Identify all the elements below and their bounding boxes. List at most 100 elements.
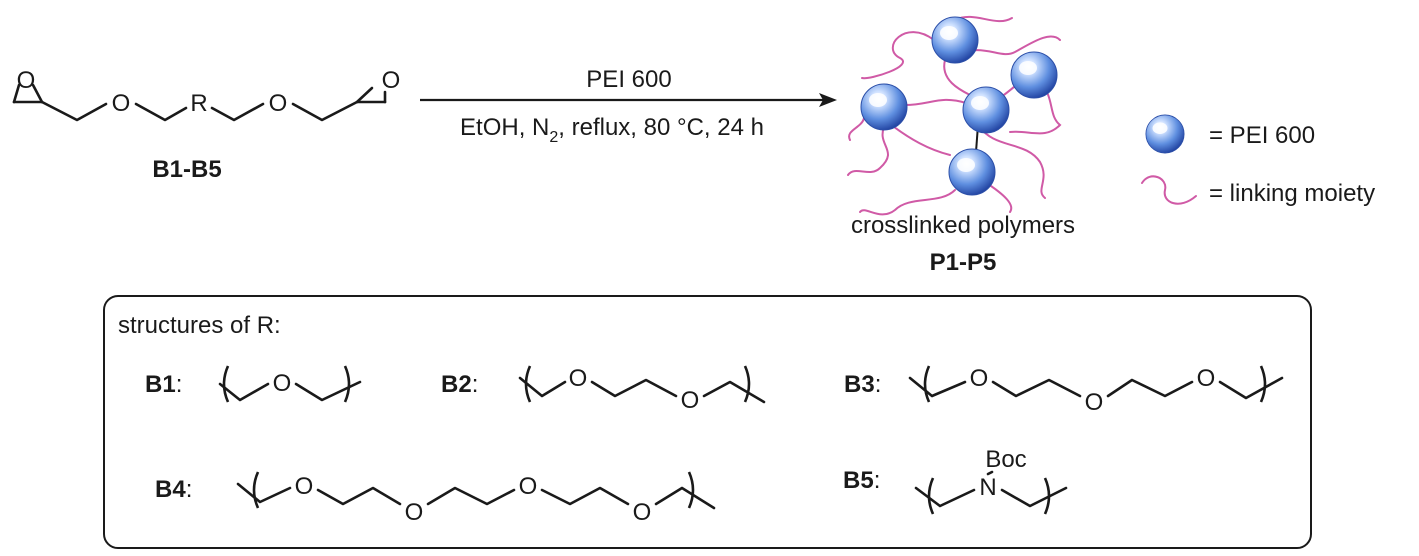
bond bbox=[702, 380, 766, 404]
conditions-part: , reflux, 80 °C, 24 h bbox=[558, 114, 764, 141]
linker-strand bbox=[848, 117, 865, 141]
r-group-label: R bbox=[190, 90, 207, 117]
legend-link-text: = linking moiety bbox=[1209, 180, 1375, 207]
structure-id: B5 bbox=[843, 467, 874, 494]
bond bbox=[294, 380, 362, 402]
bond bbox=[914, 486, 976, 508]
oxygen-atom: O bbox=[1085, 389, 1104, 416]
linker-strand bbox=[954, 35, 1061, 56]
structure-label: B1: bbox=[145, 371, 182, 398]
product-caption: crosslinked polymers bbox=[851, 212, 1075, 239]
oxygen-atom: O bbox=[970, 365, 989, 392]
structure-b1: B1: O bbox=[145, 365, 362, 403]
oxygen-atom: O bbox=[405, 499, 424, 526]
linker-strand bbox=[977, 124, 1046, 199]
structure-b3: B3: O O O bbox=[844, 365, 1284, 416]
bond bbox=[991, 378, 1082, 398]
bond bbox=[590, 378, 678, 398]
ether-oxygen: O bbox=[269, 90, 288, 117]
bond bbox=[540, 486, 630, 506]
bond bbox=[134, 102, 188, 122]
legend-sphere-icon bbox=[1145, 114, 1185, 154]
crosslinked-network bbox=[847, 15, 1062, 216]
bond bbox=[986, 470, 994, 476]
pei-sphere bbox=[1010, 51, 1058, 99]
structure-colon: : bbox=[186, 476, 193, 503]
bond bbox=[908, 376, 967, 398]
reactant-label: B1-B5 bbox=[152, 156, 221, 183]
bond bbox=[210, 102, 265, 122]
oxygen-atom: O bbox=[295, 473, 314, 500]
bond bbox=[218, 382, 270, 402]
arrow-conditions: EtOH, N2, reflux, 80 °C, 24 h bbox=[460, 114, 764, 146]
bracket-close bbox=[743, 365, 751, 403]
structure-id: B4 bbox=[155, 476, 186, 503]
linker-strand bbox=[859, 189, 956, 216]
structure-colon: : bbox=[874, 467, 881, 494]
structure-colon: : bbox=[176, 371, 183, 398]
structure-b4: B4: O O O O bbox=[155, 471, 716, 526]
linker-strand bbox=[943, 59, 971, 96]
structure-id: B1 bbox=[145, 371, 176, 398]
bracket-close bbox=[1259, 365, 1267, 403]
structure-colon: : bbox=[472, 371, 479, 398]
box-frame bbox=[103, 295, 1312, 549]
epoxide-oxygen-right: O bbox=[382, 67, 401, 94]
oxygen-atom: O bbox=[633, 499, 652, 526]
bracket-close bbox=[1043, 477, 1051, 515]
pei-sphere bbox=[962, 86, 1010, 134]
pei-sphere bbox=[860, 83, 908, 131]
boc-group: Boc bbox=[985, 446, 1026, 473]
bond bbox=[31, 83, 44, 104]
oxygen-atom: O bbox=[273, 370, 292, 397]
legend-sphere-text: = PEI 600 bbox=[1209, 122, 1315, 149]
linker-strand bbox=[847, 124, 889, 176]
oxygen-atom: O bbox=[519, 473, 538, 500]
conditions-part: EtOH, N bbox=[460, 114, 549, 141]
bond bbox=[12, 83, 21, 104]
bracket-open bbox=[222, 365, 230, 403]
pei-sphere bbox=[931, 16, 979, 64]
epoxide-oxygen-left: O bbox=[17, 67, 36, 94]
bond bbox=[1000, 486, 1068, 508]
legend: = PEI 600 = linking moiety bbox=[1141, 114, 1375, 207]
arrow-head bbox=[819, 93, 837, 107]
structure-b5: B5: Boc N bbox=[843, 446, 1068, 515]
pei-sphere bbox=[948, 148, 996, 196]
bond bbox=[1218, 376, 1284, 400]
oxygen-atom: O bbox=[681, 387, 700, 414]
linker-strand bbox=[904, 98, 967, 106]
structure-colon: : bbox=[875, 371, 882, 398]
structure-label: B4: bbox=[155, 476, 192, 503]
linker-strand bbox=[1009, 81, 1062, 135]
reactant-bis-epoxide: O O R O O B1-B5 bbox=[12, 67, 401, 183]
bond bbox=[1106, 378, 1194, 398]
product-label: P1-P5 bbox=[930, 249, 997, 276]
bracket-open bbox=[524, 365, 532, 403]
conditions-subscript: 2 bbox=[549, 129, 558, 146]
oxygen-atom: O bbox=[569, 365, 588, 392]
bond bbox=[355, 86, 374, 104]
structure-label: B3: bbox=[844, 371, 881, 398]
bracket-open bbox=[252, 471, 260, 509]
bracket-close bbox=[343, 365, 351, 403]
bracket-close bbox=[687, 471, 695, 509]
bond bbox=[654, 486, 716, 510]
ether-oxygen: O bbox=[112, 90, 131, 117]
bond bbox=[291, 100, 359, 122]
box-title: structures of R: bbox=[118, 312, 281, 339]
linker-strand bbox=[861, 31, 935, 80]
oxygen-atom: O bbox=[1197, 365, 1216, 392]
structure-label: B2: bbox=[441, 371, 478, 398]
bracket-open bbox=[927, 477, 935, 515]
bond bbox=[518, 376, 567, 398]
bond bbox=[316, 486, 402, 506]
structure-id: B3 bbox=[844, 371, 875, 398]
structure-b2: B2: O O bbox=[441, 365, 766, 414]
legend-linker-icon bbox=[1141, 175, 1197, 205]
nitrogen-atom: N bbox=[979, 474, 996, 501]
structures-box: structures of R: B1: O B2: O O B3: O bbox=[103, 295, 1312, 549]
structure-id: B2 bbox=[441, 371, 472, 398]
arrow-reagent: PEI 600 bbox=[586, 66, 671, 93]
